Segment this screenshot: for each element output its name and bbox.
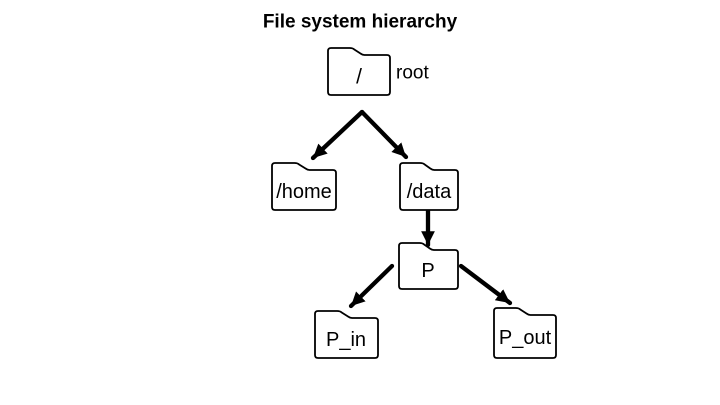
edge-root-to-data-arrow [359,109,409,160]
node-p-out-label: P_out [499,327,552,349]
folder-icon-p [398,242,459,290]
edge-p-to-pin-arrow [348,263,395,309]
diagram-title: File system hierarchy [263,12,458,33]
node-root-label: / [356,66,362,89]
node-p-in-label: P_in [326,329,366,351]
node-data: /data [399,162,459,211]
node-root: / root [327,47,429,96]
folder-icon-p-out [493,307,557,359]
folder-icon-data [399,162,459,211]
node-home: /home [271,162,337,211]
node-p-in: P_in [314,310,379,359]
node-p: P [398,242,459,290]
edge-p-to-pout-arrow [458,263,513,306]
node-data-label: /data [407,181,452,203]
node-p-out: P_out [493,307,557,359]
edge-root-to-home-arrow [310,109,365,161]
folder-icon-root [327,47,391,96]
folder-icon-p-in [314,310,379,359]
node-home-label: /home [276,181,332,203]
edges-group [310,109,513,309]
folder-icon-home [271,162,337,211]
node-p-label: P [421,260,434,282]
node-root-annotation: root [396,63,429,84]
